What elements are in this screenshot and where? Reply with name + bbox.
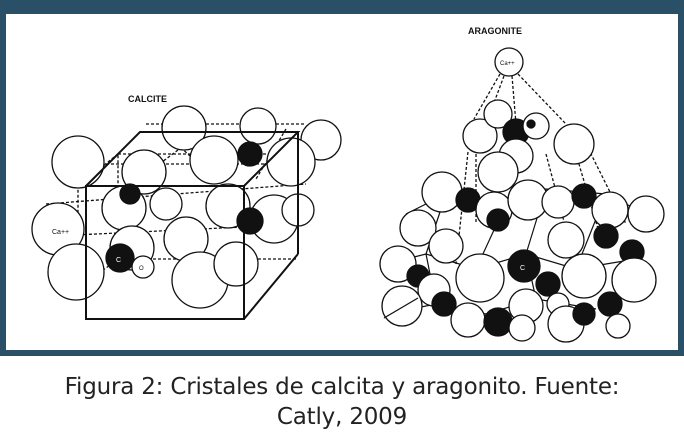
carbon-atom bbox=[593, 223, 619, 249]
oxygen-atom bbox=[477, 151, 519, 193]
oxygen-atom bbox=[213, 241, 259, 287]
oxygen-atom bbox=[47, 243, 105, 301]
carbon-atom bbox=[237, 141, 263, 167]
aragonite-bond-line bbox=[383, 297, 419, 319]
oxygen-atom bbox=[553, 123, 595, 165]
oxygen-atom bbox=[611, 257, 657, 303]
oxygen-atom bbox=[51, 135, 105, 189]
calcium-ion-label: Ca++ bbox=[52, 229, 69, 236]
oxygen-atom bbox=[605, 313, 631, 339]
oxygen-atom bbox=[561, 253, 607, 299]
oxygen-atom bbox=[131, 255, 155, 279]
oxygen-atom bbox=[428, 228, 464, 264]
calcite-cell-front-edges bbox=[85, 131, 301, 320]
oxygen-atom bbox=[541, 185, 575, 219]
carbon-atom bbox=[535, 271, 561, 297]
carbon-atom bbox=[483, 307, 513, 337]
carbon-atom bbox=[597, 291, 623, 317]
carbon-atom bbox=[119, 183, 141, 205]
calcite-label: CALCITE bbox=[128, 94, 167, 104]
oxygen-atom bbox=[627, 195, 665, 233]
crystal-illustration-panel: CALCITE bbox=[6, 14, 678, 350]
calcium-ion-label: Ca++ bbox=[500, 61, 515, 67]
oxygen-atom bbox=[483, 99, 513, 129]
carbon-atom bbox=[236, 207, 264, 235]
oxygen-atom bbox=[161, 105, 207, 151]
oxygen-atom bbox=[508, 314, 536, 342]
oxygen-atom bbox=[239, 107, 277, 145]
calcite-structure: CALCITE bbox=[31, 94, 342, 320]
carbon-atom bbox=[486, 208, 510, 232]
oxygen-atom bbox=[450, 302, 486, 338]
oxygen-atom bbox=[149, 187, 183, 221]
oxygen-atom bbox=[381, 285, 423, 327]
figure-caption: Figura 2: Cristales de calcita y aragoni… bbox=[0, 356, 684, 448]
oxygen-atom bbox=[421, 171, 463, 213]
aragonite-label: ARAGONITE bbox=[468, 26, 522, 36]
carbon-atom bbox=[105, 243, 135, 273]
oxygen-atom bbox=[547, 221, 585, 259]
carbon-atom bbox=[572, 302, 596, 326]
oxygen-label: O bbox=[139, 266, 144, 272]
oxygen-atom bbox=[189, 135, 239, 185]
carbon-label: C bbox=[116, 257, 121, 264]
oxygen-atom bbox=[455, 253, 505, 303]
carbon-label: C bbox=[520, 265, 525, 272]
oxygen-atom bbox=[526, 119, 536, 129]
carbon-atom bbox=[571, 183, 597, 209]
oxygen-atom bbox=[522, 112, 550, 140]
caption-line-2: Catly, 2009 bbox=[276, 404, 408, 430]
calcium-atom bbox=[494, 47, 524, 77]
crystal-structures-illustration: CALCITE bbox=[31, 26, 665, 343]
oxygen-atom bbox=[266, 137, 316, 187]
oxygen-atom bbox=[399, 209, 437, 247]
caption-line-1: Figura 2: Cristales de calcita y aragoni… bbox=[64, 374, 620, 400]
oxygen-atom bbox=[121, 149, 167, 195]
carbon-atom bbox=[431, 291, 457, 317]
carbon-atom bbox=[507, 249, 541, 283]
aragonite-structure: ARAGONITE Ca++ bbox=[379, 26, 665, 343]
oxygen-atom bbox=[591, 191, 629, 229]
oxygen-atom bbox=[462, 118, 498, 154]
